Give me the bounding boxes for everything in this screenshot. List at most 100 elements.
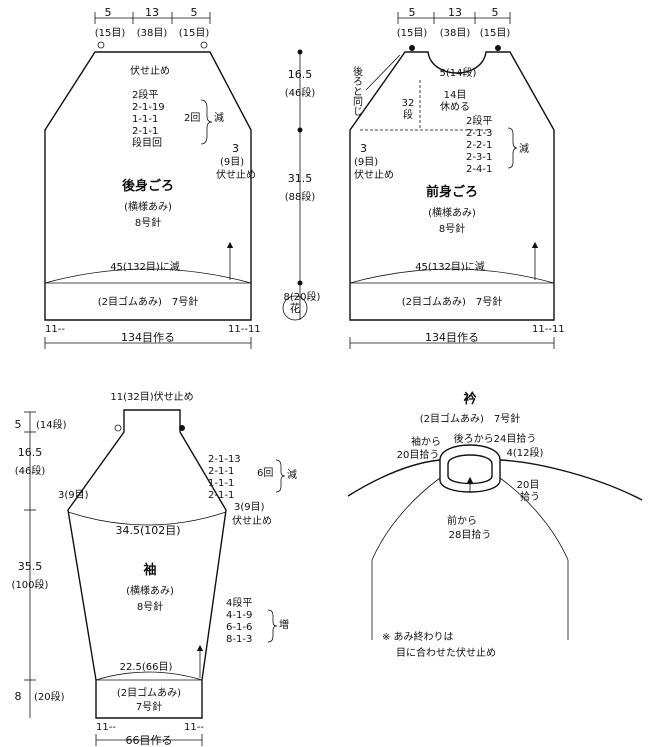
back-top-w2: 13 xyxy=(145,6,159,19)
front-same-leader xyxy=(365,54,401,91)
back-title: 後身ごろ xyxy=(122,178,174,194)
sleeve-rib-a: (2目ゴムあみ) xyxy=(117,686,181,699)
sleeve-marker-left xyxy=(114,424,122,432)
back-side-c: 伏せ止め xyxy=(216,168,256,181)
back-dec-rep: 2回 xyxy=(184,112,200,124)
sleeve-dec-0: 2-1-13 xyxy=(208,454,241,465)
front-h32b: 段 xyxy=(403,108,413,121)
front-dec-0: 2段平 xyxy=(466,114,492,127)
sleeve-dec-3: 2-1-1 xyxy=(208,490,234,501)
sleeve-h1b: (14段) xyxy=(36,418,67,431)
front-rest-a: 14目 xyxy=(444,90,467,101)
collar-note-a: ※ あみ終わりは xyxy=(382,630,454,643)
sleeve-dec-1: 2-1-1 xyxy=(208,466,234,477)
collar-from-sleeve-b: 20目拾う xyxy=(397,448,440,461)
back-bind-top: 伏せ止め xyxy=(130,64,170,77)
collar-title: 衿 xyxy=(463,391,476,407)
front-dec-1: 2-1-3 xyxy=(466,128,492,139)
collar-inner xyxy=(447,454,493,485)
back-piece: 5 13 5 (15目) (38目) (15目) 伏せ止め 2段平 2-1-19… xyxy=(44,6,261,349)
sleeve-edge-right: 11-- xyxy=(184,722,204,733)
watermark-logo: 花 xyxy=(282,295,308,321)
body-height-dims: 16.5 (46段) 31.5 (88段) 8(20段) xyxy=(284,49,321,320)
back-side-a: 3 xyxy=(232,142,239,155)
back-dec-word: 減 xyxy=(214,111,224,124)
sleeve-inc-2: 6-1-6 xyxy=(226,622,252,633)
collar-rib: (2目ゴムあみ) 7号針 xyxy=(420,412,521,425)
front-dec-brace xyxy=(507,127,518,169)
front-hem-dec: 45(132目)に減 xyxy=(415,260,485,273)
collar-rows: 4(12段) xyxy=(507,446,544,459)
front-top-w2: 13 xyxy=(448,6,462,19)
watermark-text: 花 xyxy=(290,302,301,315)
collar-from-front-b: 28目拾う xyxy=(449,528,492,541)
sleeve-left-side: 3(9目) xyxy=(58,490,89,501)
body-h-b: 31.5 xyxy=(288,172,313,185)
sleeve-edge-left: 11-- xyxy=(96,722,116,733)
back-side-b: (9目) xyxy=(220,157,244,168)
back-dec-3: 2-1-1 xyxy=(132,126,158,137)
sleeve-piece: 11(32目)伏せ止め 5 (14段) 16.5 (46段) 35.5 (100… xyxy=(12,390,297,747)
collar-sweater-outline xyxy=(347,459,643,501)
front-edge-right: 11--11 xyxy=(532,324,565,335)
sleeve-inc-3: 8-1-3 xyxy=(226,634,252,645)
back-marker-left xyxy=(97,41,105,49)
back-needle: 8号針 xyxy=(135,216,161,229)
front-side-b: (9目) xyxy=(354,157,378,168)
sleeve-inc-1: 4-1-9 xyxy=(226,610,252,621)
back-dec-2: 1-1-1 xyxy=(132,114,158,125)
sleeve-rib-b: 7号針 xyxy=(136,700,162,713)
sleeve-cuff-w: 22.5(66目) xyxy=(120,662,173,673)
collar-right-a: 20目 xyxy=(517,480,540,491)
back-top-w1: 5 xyxy=(105,6,112,19)
sleeve-title: 袖 xyxy=(143,562,156,578)
front-h32a: 32 xyxy=(402,98,415,109)
back-pattern: (横様あみ) xyxy=(124,200,172,213)
sleeve-h2: 16.5 xyxy=(18,446,43,459)
front-dec-2: 2-2-1 xyxy=(466,140,492,151)
sleeve-cuff-curve xyxy=(95,671,203,681)
sleeve-cast-on: 66目作る xyxy=(126,734,173,747)
collar-body-lines xyxy=(371,477,569,640)
back-edge-left: 11-- xyxy=(45,324,65,335)
front-top-st2: (38目) xyxy=(440,28,471,39)
front-top-st3: (15目) xyxy=(480,28,511,39)
body-h-a2: (46段) xyxy=(285,86,316,99)
back-hem-dec: 45(132目)に減 xyxy=(110,260,180,273)
front-same-as-back: 後ろと同じ xyxy=(351,65,363,116)
collar-diagram: 衿 (2目ゴムあみ) 7号針 袖から 20目拾う 後ろから24目拾う 4(12段… xyxy=(347,391,643,659)
front-dec-4: 2-4-1 xyxy=(466,164,492,175)
sleeve-width: 34.5(102目) xyxy=(115,524,180,537)
sleeve-inc-word: 増 xyxy=(279,618,289,631)
front-pattern: (横様あみ) xyxy=(428,206,476,219)
sleeve-h4b: (20段) xyxy=(34,690,65,703)
back-rib: (2目ゴムあみ) 7号針 xyxy=(98,295,199,308)
body-h-a: 16.5 xyxy=(288,68,313,81)
body-h-b2: (88段) xyxy=(285,190,316,203)
front-decrease-curve xyxy=(349,268,555,284)
back-marker-right xyxy=(200,41,208,49)
collar-ring xyxy=(439,444,501,493)
collar-from-front-a: 前から xyxy=(447,514,477,527)
front-dec-word: 減 xyxy=(519,142,529,155)
front-top-w3: 5 xyxy=(492,6,499,19)
front-marker-left xyxy=(409,45,415,51)
back-top-st2: (38目) xyxy=(137,28,168,39)
front-top-st1: (15目) xyxy=(397,28,428,39)
sleeve-right-side-a: 3(9目) xyxy=(234,502,265,513)
sleeve-dec-rep: 6回 xyxy=(257,467,273,479)
back-outline xyxy=(44,51,252,321)
sleeve-inc-0: 4段平 xyxy=(226,596,252,609)
back-dec-0: 2段平 xyxy=(132,88,158,101)
sleeve-marker-right xyxy=(179,425,185,431)
front-cast-on: 134目作る xyxy=(425,331,479,344)
front-title: 前身ごろ xyxy=(426,184,478,200)
body-h-c: 8(20段) xyxy=(284,290,321,303)
sleeve-h3b: (100段) xyxy=(12,578,49,591)
front-rest-b: 休める xyxy=(440,101,470,113)
sleeve-width-curve xyxy=(67,511,227,526)
back-dec-brace xyxy=(200,99,213,145)
front-side-a: 3 xyxy=(360,142,367,155)
front-outline xyxy=(349,51,555,321)
